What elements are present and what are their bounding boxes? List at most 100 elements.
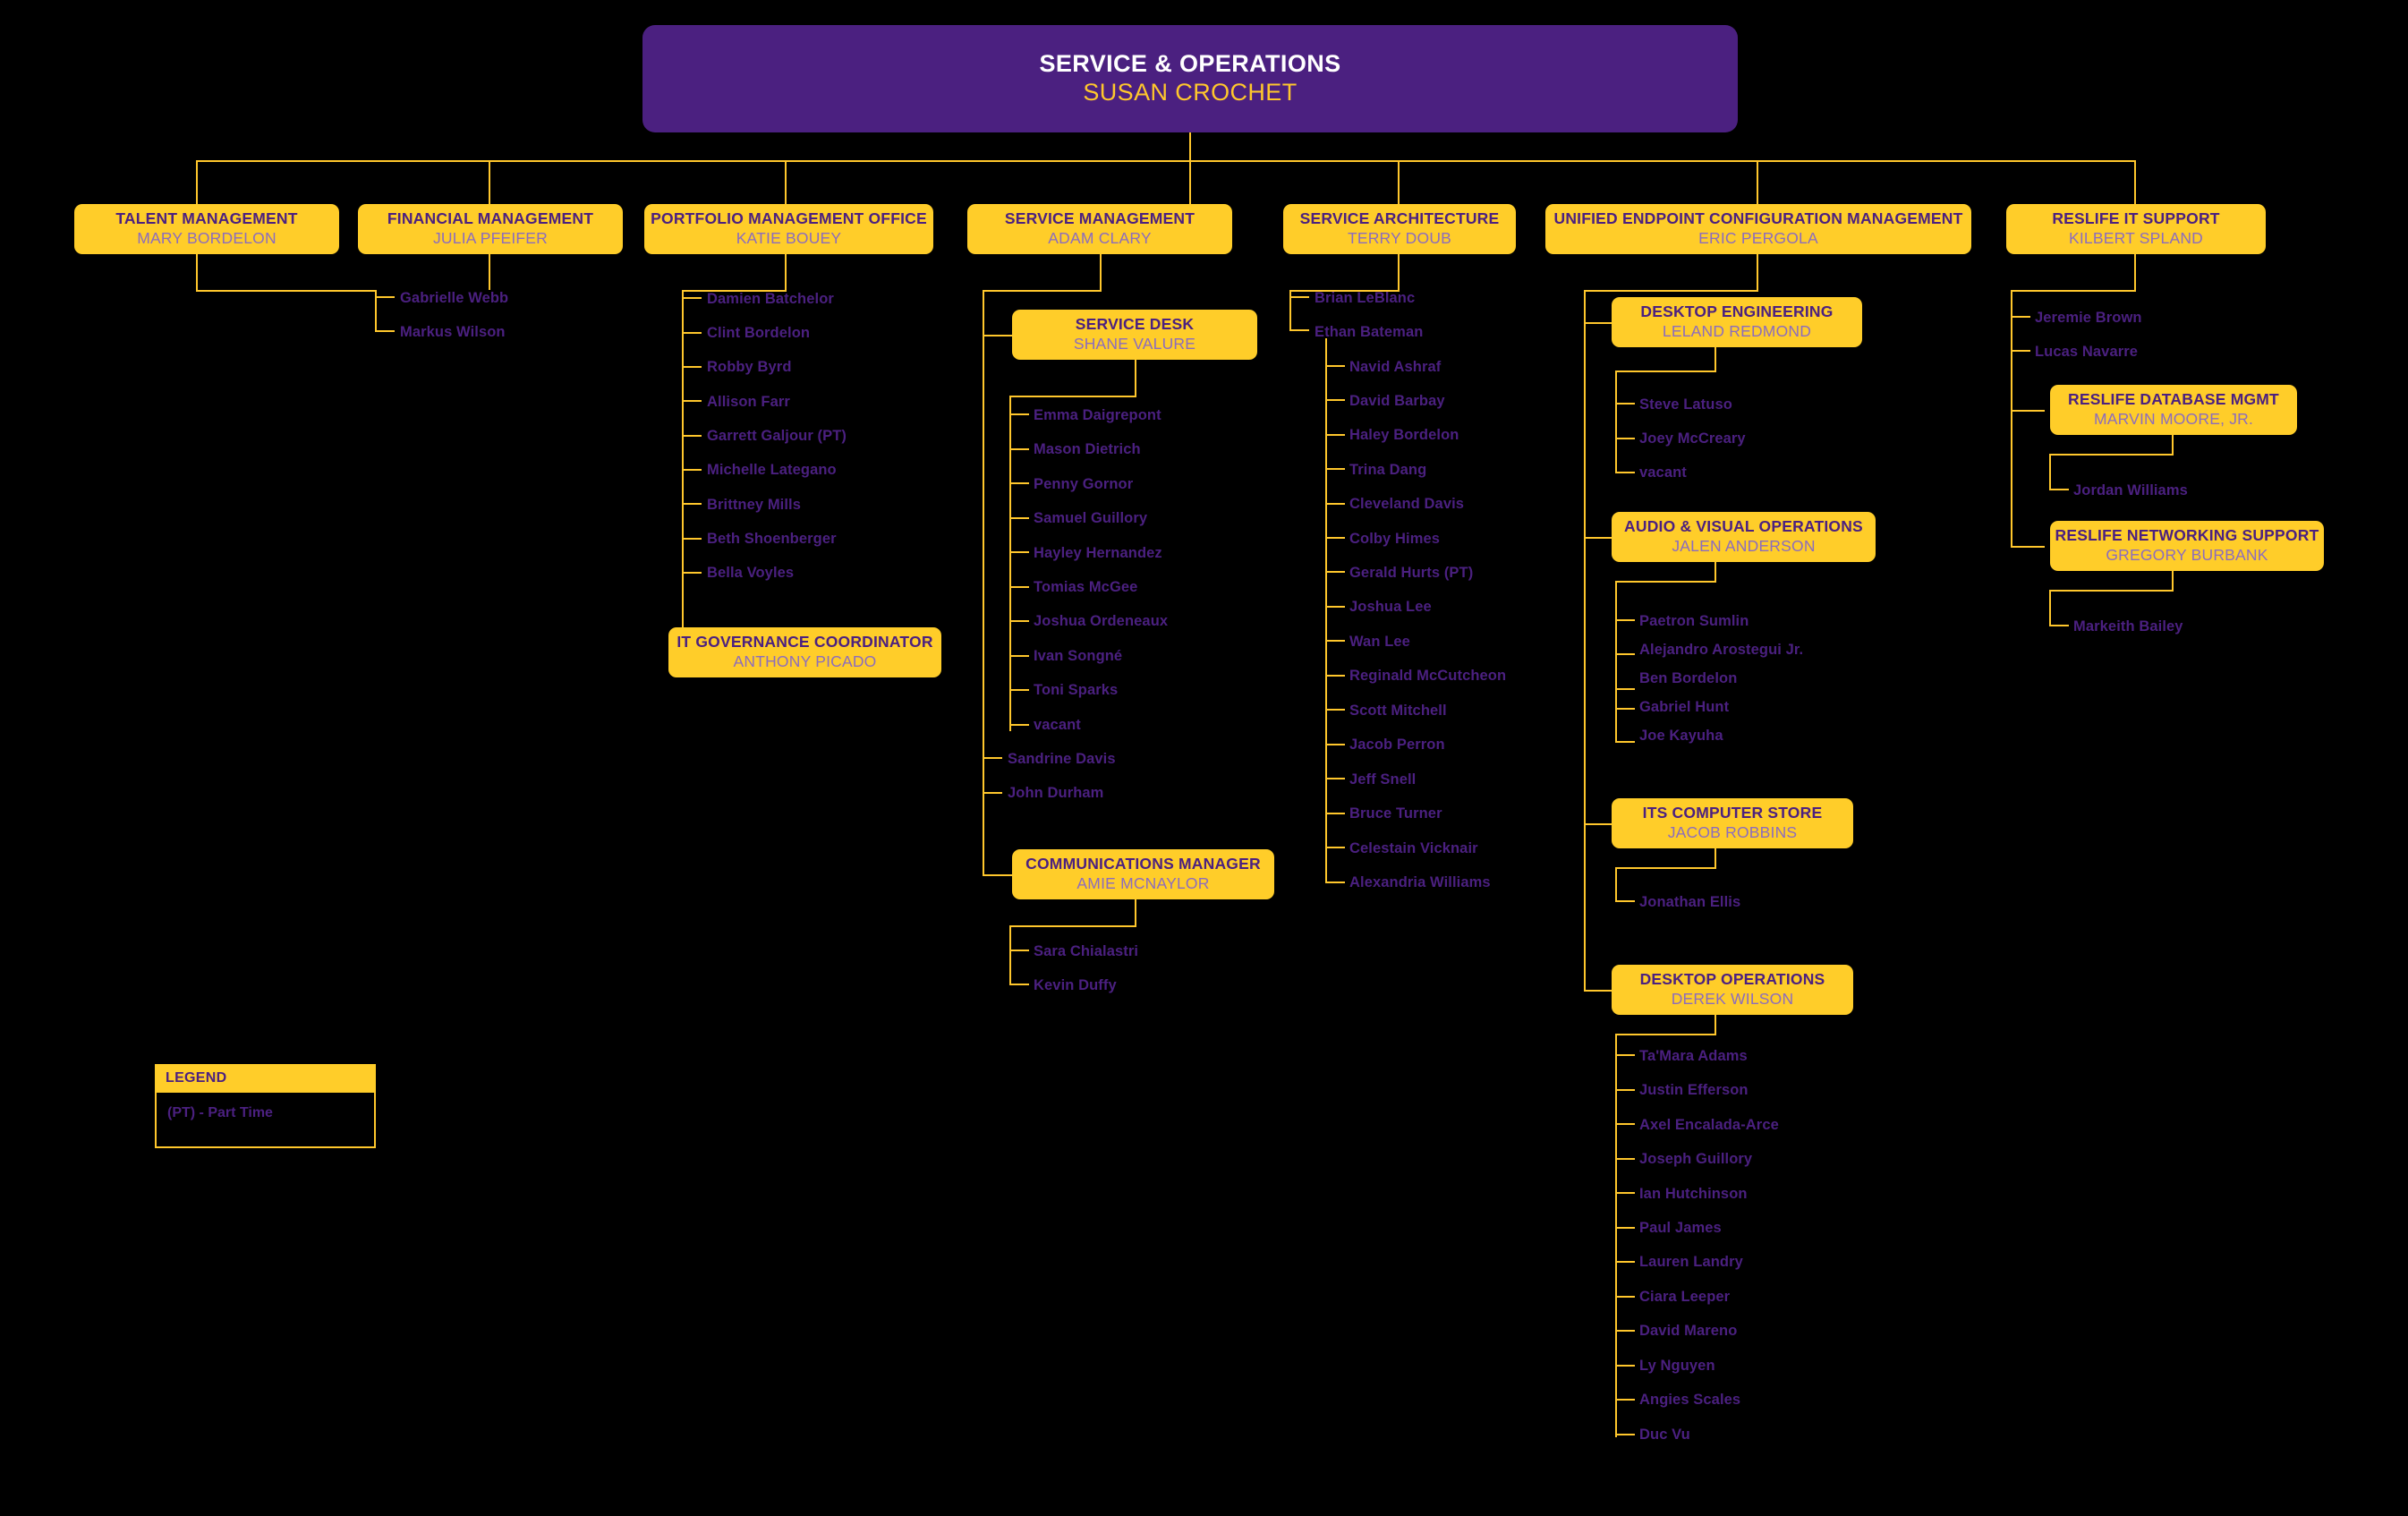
connector-arch-nested-tick-6 bbox=[1325, 571, 1345, 573]
node-person-name: ANTHONY PICADO bbox=[733, 652, 877, 671]
connector-svcmgmt-tick-sandrine bbox=[983, 757, 1002, 759]
connector-net-stub bbox=[2172, 571, 2174, 591]
node-it-governance-coordinator[interactable]: IT GOVERNANCE COORDINATOR ANTHONY PICADO bbox=[668, 627, 941, 677]
node-person-name: JACOB ROBBINS bbox=[1667, 823, 1798, 842]
connector-desk-tick-9 bbox=[1009, 724, 1029, 726]
node-reslife-database-mgmt[interactable]: RESLIFE DATABASE MGMT MARVIN MOORE, JR. bbox=[2050, 385, 2297, 435]
leaf-person: Sandrine Davis bbox=[1008, 751, 1116, 767]
node-person-name: DEREK WILSON bbox=[1671, 990, 1794, 1009]
leaf-person: Gabrielle Webb bbox=[400, 290, 509, 306]
leaf-person: Scott Mitchell bbox=[1349, 703, 1447, 719]
connector-reslife-to-net bbox=[2011, 546, 2045, 548]
node-portfolio-management-office[interactable]: PORTFOLIO MANAGEMENT OFFICE KATIE BOUEY bbox=[644, 204, 933, 254]
connector-drop-uecm bbox=[1757, 160, 1758, 207]
connector-deskops-tick-9 bbox=[1615, 1365, 1635, 1367]
node-title: SERVICE ARCHITECTURE bbox=[1299, 209, 1500, 228]
connector-desk-tick-8 bbox=[1009, 689, 1029, 691]
connector-pmo-tick-6 bbox=[682, 503, 702, 505]
connector-drop-service-mgmt bbox=[1189, 160, 1191, 207]
connector-deskeng-tick-0 bbox=[1615, 403, 1635, 405]
node-title: COMMUNICATIONS MANAGER bbox=[1025, 855, 1261, 873]
connector-av-spine bbox=[1615, 581, 1617, 742]
leaf-person: Jeremie Brown bbox=[2035, 310, 2142, 326]
node-person-name: KATIE BOUEY bbox=[736, 229, 842, 248]
legend-heading: LEGEND bbox=[155, 1064, 376, 1093]
node-title: AUDIO & VISUAL OPERATIONS bbox=[1624, 517, 1863, 536]
connector-financial-stub bbox=[489, 254, 490, 290]
node-title: IT GOVERNANCE COORDINATOR bbox=[676, 633, 933, 652]
node-communications-manager[interactable]: COMMUNICATIONS MANAGER AMIE MCNAYLOR bbox=[1012, 849, 1274, 899]
connector-uecm-to-av bbox=[1584, 537, 1612, 539]
connector-store-elbow bbox=[1615, 867, 1716, 869]
node-reslife-networking-support[interactable]: RESLIFE NETWORKING SUPPORT GREGORY BURBA… bbox=[2050, 521, 2324, 571]
connector-db-tick-0 bbox=[2049, 489, 2069, 490]
node-unified-endpoint-configuration-management[interactable]: UNIFIED ENDPOINT CONFIGURATION MANAGEMEN… bbox=[1545, 204, 1971, 254]
connector-arch-nested-tick-13 bbox=[1325, 813, 1345, 814]
node-service-operations[interactable]: SERVICE & OPERATIONS SUSAN CROCHET bbox=[642, 25, 1738, 132]
leaf-person: Brian LeBlanc bbox=[1315, 290, 1416, 306]
node-person-name: JULIA PFEIFER bbox=[432, 229, 549, 248]
node-service-desk[interactable]: SERVICE DESK SHANE VALURE bbox=[1012, 310, 1257, 360]
connector-arch-nested-tick-8 bbox=[1325, 640, 1345, 642]
node-talent-management[interactable]: TALENT MANAGEMENT MARY BORDELON bbox=[74, 204, 339, 254]
connector-comms-tick-1 bbox=[1009, 984, 1029, 985]
leaf-person: Reginald McCutcheon bbox=[1349, 668, 1507, 684]
leaf-person: Ivan Songné bbox=[1034, 648, 1123, 664]
connector-pmo-tick-3 bbox=[682, 400, 702, 402]
node-service-architecture[interactable]: SERVICE ARCHITECTURE TERRY DOUB bbox=[1283, 204, 1516, 254]
connector-deskops-tick-3 bbox=[1615, 1158, 1635, 1160]
leaf-person: Ciara Leeper bbox=[1639, 1289, 1731, 1305]
connector-deskeng-elbow bbox=[1615, 370, 1716, 372]
node-person-name: KILBERT SPLAND bbox=[2069, 229, 2203, 248]
node-service-management[interactable]: SERVICE MANAGEMENT ADAM CLARY bbox=[967, 204, 1232, 254]
node-reslife-it-support[interactable]: RESLIFE IT SUPPORT KILBERT SPLAND bbox=[2006, 204, 2266, 254]
connector-svcmgmt-to-desk bbox=[983, 335, 1013, 336]
leaf-person: Jonathan Ellis bbox=[1639, 894, 1741, 910]
leaf-person: David Barbay bbox=[1349, 393, 1445, 409]
node-person-name: TERRY DOUB bbox=[1347, 229, 1452, 248]
node-desktop-operations[interactable]: DESKTOP OPERATIONS DEREK WILSON bbox=[1612, 965, 1853, 1015]
leaf-person: Joe Kayuha bbox=[1639, 728, 1723, 744]
leaf-person: Ta'Mara Adams bbox=[1639, 1048, 1748, 1064]
connector-deskops-tick-2 bbox=[1615, 1123, 1635, 1125]
connector-pmo-elbow bbox=[682, 290, 787, 292]
node-title: RESLIFE NETWORKING SUPPORT bbox=[2055, 526, 2319, 545]
node-desktop-engineering[interactable]: DESKTOP ENGINEERING LELAND REDMOND bbox=[1612, 297, 1862, 347]
connector-av-tick-3 bbox=[1615, 708, 1635, 710]
node-person-name: JALEN ANDERSON bbox=[1672, 537, 1816, 556]
connector-arch-tick-1 bbox=[1289, 329, 1309, 331]
connector-deskops-spine bbox=[1615, 1034, 1617, 1437]
leaf-person: Jordan Williams bbox=[2073, 482, 2188, 498]
connector-drop-portfolio bbox=[785, 160, 787, 207]
connector-arch-nested-tick-12 bbox=[1325, 778, 1345, 779]
connector-reslife-elbow bbox=[2011, 290, 2136, 292]
node-financial-management[interactable]: FINANCIAL MANAGEMENT JULIA PFEIFER bbox=[358, 204, 623, 254]
node-title: SERVICE & OPERATIONS bbox=[1039, 49, 1341, 77]
leaf-person: Joshua Ordeneaux bbox=[1034, 613, 1169, 629]
node-title: RESLIFE DATABASE MGMT bbox=[2068, 390, 2279, 409]
connector-svcmgmt-to-comms bbox=[983, 874, 1013, 876]
node-title: PORTFOLIO MANAGEMENT OFFICE bbox=[651, 209, 927, 228]
connector-deskeng-tick-2 bbox=[1615, 472, 1635, 473]
leaf-person: Emma Daigrepont bbox=[1034, 407, 1161, 423]
connector-uecm-spine bbox=[1584, 290, 1586, 992]
connector-comms-elbow bbox=[1009, 925, 1136, 927]
node-audio-visual-operations[interactable]: AUDIO & VISUAL OPERATIONS JALEN ANDERSON bbox=[1612, 512, 1876, 562]
connector-store-stub bbox=[1715, 848, 1716, 868]
connector-desk-tick-3 bbox=[1009, 517, 1029, 519]
connector-deskeng-stub bbox=[1715, 347, 1716, 371]
node-title: DESKTOP ENGINEERING bbox=[1640, 302, 1834, 321]
connector-av-tick-4 bbox=[1615, 741, 1635, 743]
connector-av-tick-0 bbox=[1615, 619, 1635, 621]
connector-drop-reslife bbox=[2134, 160, 2136, 207]
legend: LEGEND (PT) - Part Time bbox=[155, 1064, 376, 1148]
node-person-name: ADAM CLARY bbox=[1048, 229, 1152, 248]
leaf-person: Celestain Vicknair bbox=[1349, 840, 1478, 856]
node-person-name: ERIC PERGOLA bbox=[1698, 229, 1818, 248]
node-its-computer-store[interactable]: ITS COMPUTER STORE JACOB ROBBINS bbox=[1612, 798, 1853, 848]
connector-reslife-tick-1 bbox=[2011, 350, 2030, 352]
connector-net-tick-0 bbox=[2049, 625, 2069, 626]
connector-reslife-spine bbox=[2011, 290, 2012, 548]
leaf-person: Ly Nguyen bbox=[1639, 1358, 1715, 1374]
